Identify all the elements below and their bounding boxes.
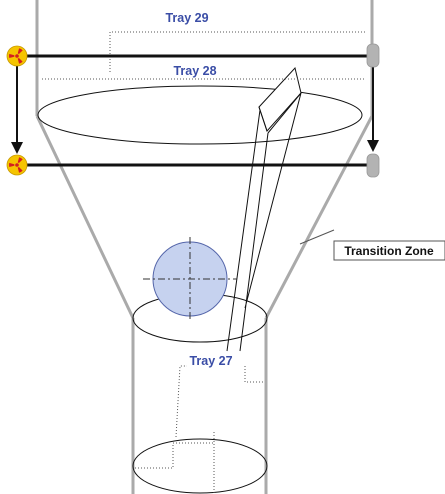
- right-arrow-head: [367, 140, 379, 152]
- radiation-source-icon: [6, 45, 28, 67]
- transition-zone-label-box: [333, 240, 445, 261]
- scan-lines: [27, 54, 372, 167]
- tray-29-marker: [109, 31, 366, 72]
- tray-28-ellipse: [37, 85, 363, 145]
- left-arrow-head: [11, 142, 23, 154]
- detector-icon: [366, 153, 380, 178]
- scan-arrows: [11, 65, 379, 154]
- transition-zone-leader: [299, 229, 335, 245]
- tray-markers: [42, 31, 366, 494]
- bubble-blob: [143, 237, 237, 321]
- downcomer-pipe: [258, 66, 302, 132]
- transition-left-wall: [35, 115, 135, 319]
- detector-icon: [366, 43, 380, 68]
- downcomer-pipe-body: [226, 92, 302, 352]
- tray-29-label: Tray 29: [165, 11, 208, 25]
- tray-27-marker-right: [244, 366, 264, 383]
- vessel-outline: [35, 0, 374, 494]
- tray-27-marker-center: [175, 365, 187, 438]
- transition-right-wall: [264, 115, 374, 319]
- tray-27-label: Tray 27: [189, 354, 232, 368]
- tray-28-label: Tray 28: [173, 64, 216, 78]
- bottom-ellipse: [132, 438, 268, 494]
- radiation-source-icon: [6, 154, 28, 176]
- transition-zone-label: Transition Zone: [344, 244, 434, 258]
- tray-27-marker-left: [135, 431, 215, 494]
